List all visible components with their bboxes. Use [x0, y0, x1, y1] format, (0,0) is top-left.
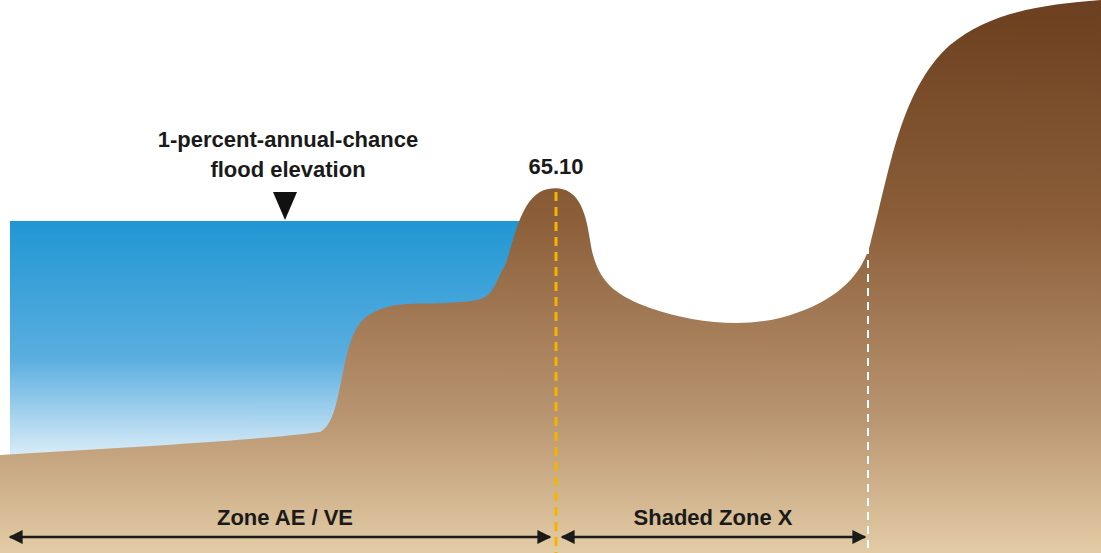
- zone-extent-arrow: [10, 536, 550, 539]
- elevation-value: 65.10: [496, 152, 616, 182]
- zone-extent-arrow: [562, 536, 865, 539]
- zone-boundary: [555, 192, 558, 553]
- elevation-marker: [273, 192, 297, 220]
- zone-boundary: [867, 246, 869, 553]
- zone-label: Shaded Zone X: [583, 503, 843, 533]
- zone-label: Zone AE / VE: [155, 503, 415, 533]
- flood-elevation-label: 1-percent-annual-chance flood elevation: [138, 125, 438, 185]
